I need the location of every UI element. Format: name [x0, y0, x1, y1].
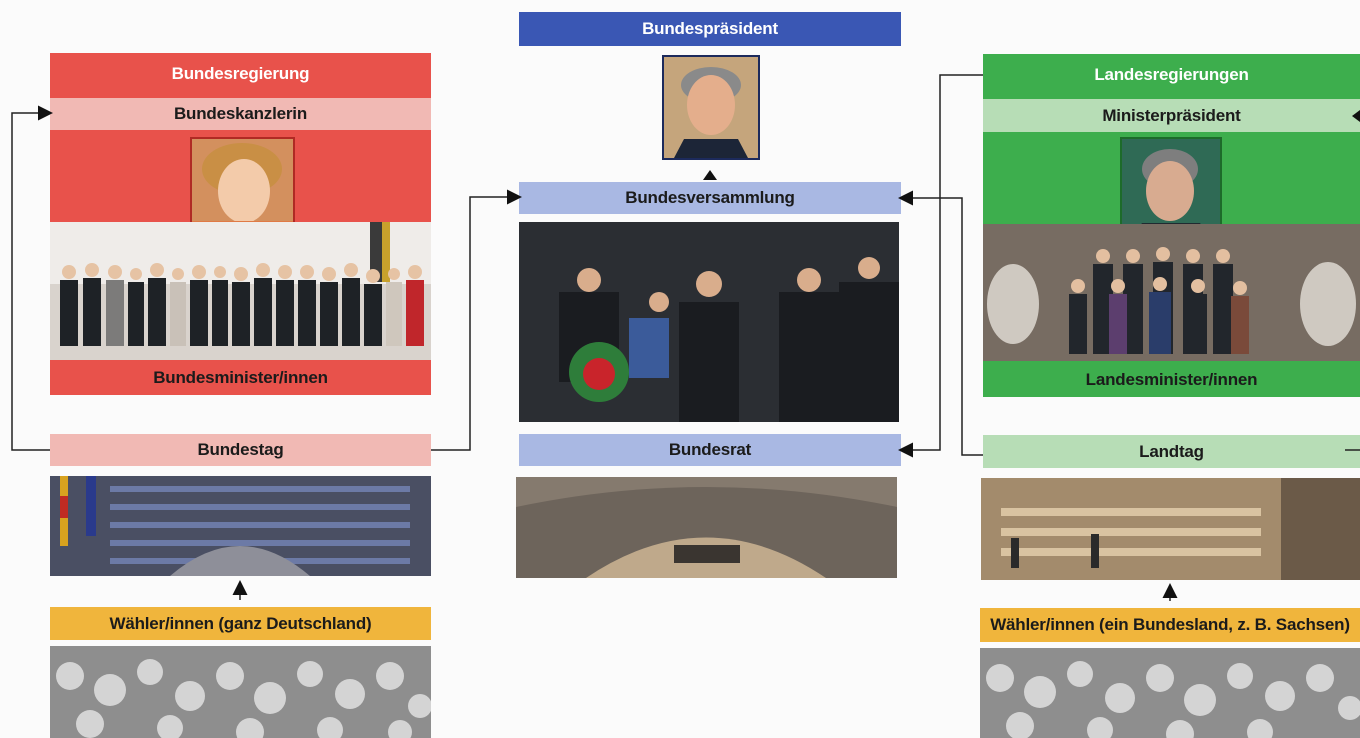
landtag-to-assembly-arrow — [901, 198, 983, 455]
bundestag-elects-chancellor-arrow — [12, 113, 50, 450]
state-government-to-bundesrat-arrow — [901, 75, 983, 450]
assembly-elects-president-arrow — [703, 170, 717, 180]
bundestag-to-assembly-arrow — [431, 197, 519, 450]
premier-arrowhead — [1352, 110, 1360, 122]
